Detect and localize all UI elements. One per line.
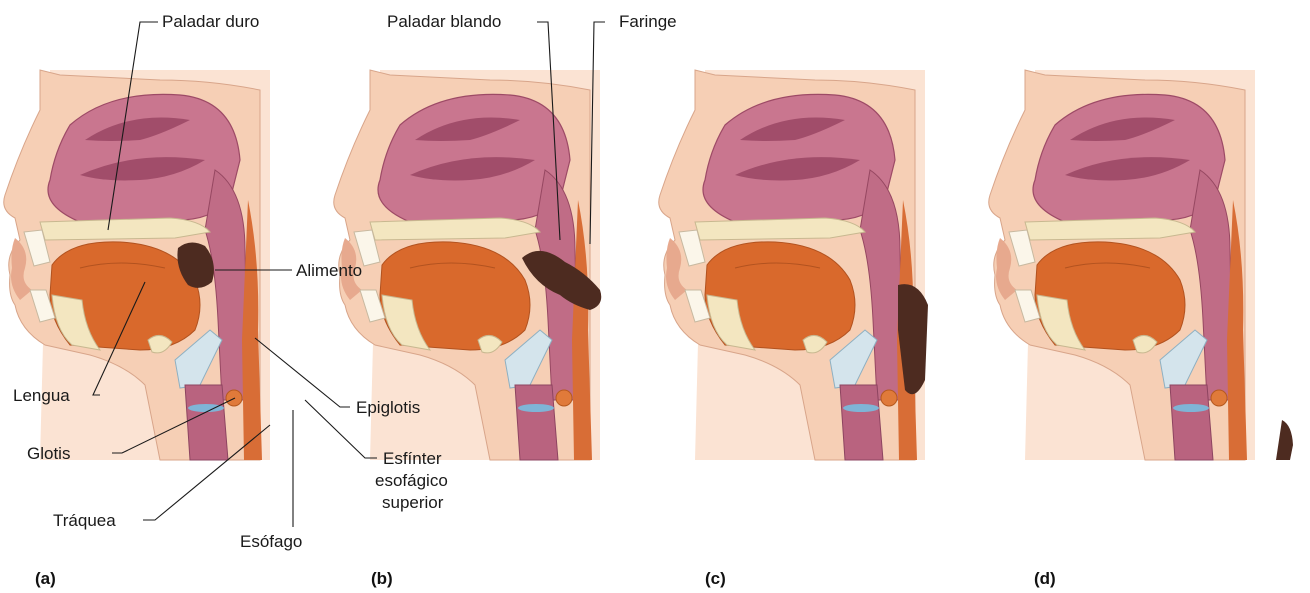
- label-lengua: Lengua: [13, 386, 70, 405]
- label-glotis: Glotis: [27, 444, 70, 463]
- panel-label-a: (a): [35, 569, 56, 588]
- food-bolus-d: [1276, 420, 1293, 460]
- label-alimento: Alimento: [296, 261, 362, 280]
- label-esfinter-line3: superior: [382, 493, 444, 512]
- label-epiglotis: Epiglotis: [356, 398, 420, 417]
- panel-label-d: (d): [1034, 569, 1056, 588]
- panel-c-illustration: [659, 70, 925, 460]
- panel-d-illustration: [989, 70, 1255, 460]
- label-esfinter-line1: Esfínter: [383, 449, 442, 468]
- panel-label-c: (c): [705, 569, 726, 588]
- label-paladar-duro: Paladar duro: [162, 12, 259, 31]
- label-esfinter-line2: esofágico: [375, 471, 448, 490]
- label-esofago: Esófago: [240, 532, 302, 551]
- label-traquea: Tráquea: [53, 511, 116, 530]
- label-paladar-blando: Paladar blando: [387, 12, 501, 31]
- label-faringe: Faringe: [619, 12, 677, 31]
- panel-label-b: (b): [371, 569, 393, 588]
